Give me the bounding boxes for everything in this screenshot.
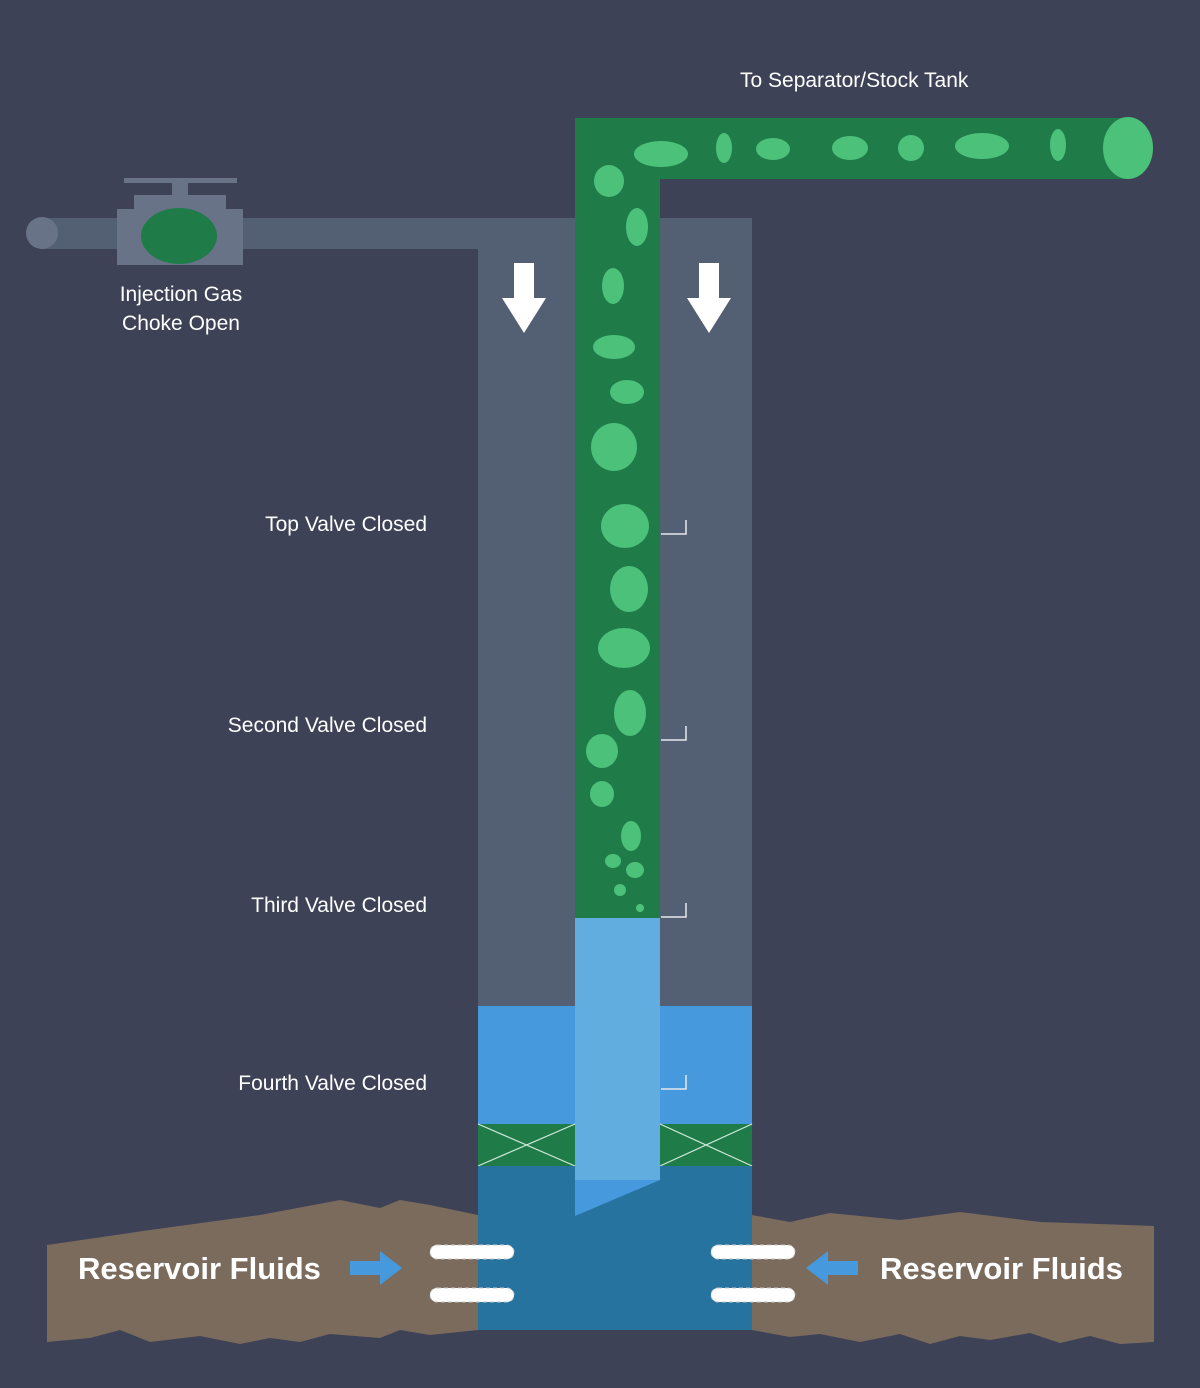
flowline-outlet — [1103, 117, 1153, 179]
top-valve-mark — [661, 520, 687, 535]
gas-bubbles — [586, 129, 1066, 912]
packer — [477, 1123, 753, 1167]
choke-label-line1: Injection Gas — [119, 283, 243, 306]
choke-valve-icon — [117, 178, 243, 265]
production-tubing — [575, 118, 1128, 918]
third-valve-label: Third Valve Closed — [251, 894, 427, 917]
down-arrow-icon — [687, 263, 731, 333]
gas-lift-valves — [661, 520, 687, 1090]
reservoir-fluids-left-label: Reservoir Fluids — [78, 1251, 321, 1286]
second-valve-mark — [661, 726, 687, 741]
third-valve-mark — [661, 903, 687, 918]
left-arrow-icon — [806, 1251, 858, 1285]
reservoir-fluids-right-label: Reservoir Fluids — [880, 1251, 1123, 1286]
right-arrow-icon — [350, 1251, 402, 1285]
second-valve-label: Second Valve Closed — [227, 714, 427, 737]
top-valve-label: Top Valve Closed — [265, 513, 427, 536]
reservoir-rock — [47, 1200, 478, 1344]
choke-label-line2: Choke Open — [122, 312, 240, 335]
fourth-valve-label: Fourth Valve Closed — [238, 1072, 427, 1095]
tubing-liquid — [575, 918, 660, 1180]
perforations — [429, 1244, 796, 1303]
reservoir-rock-right — [752, 1212, 1154, 1344]
injection-gas-line — [40, 218, 480, 249]
tubing-bottom-shoe — [575, 1180, 660, 1216]
fourth-valve-mark — [661, 1075, 687, 1090]
down-arrow-icon — [502, 263, 546, 333]
gas-line-end-cap — [26, 217, 58, 249]
separator-label: To Separator/Stock Tank — [740, 69, 969, 92]
